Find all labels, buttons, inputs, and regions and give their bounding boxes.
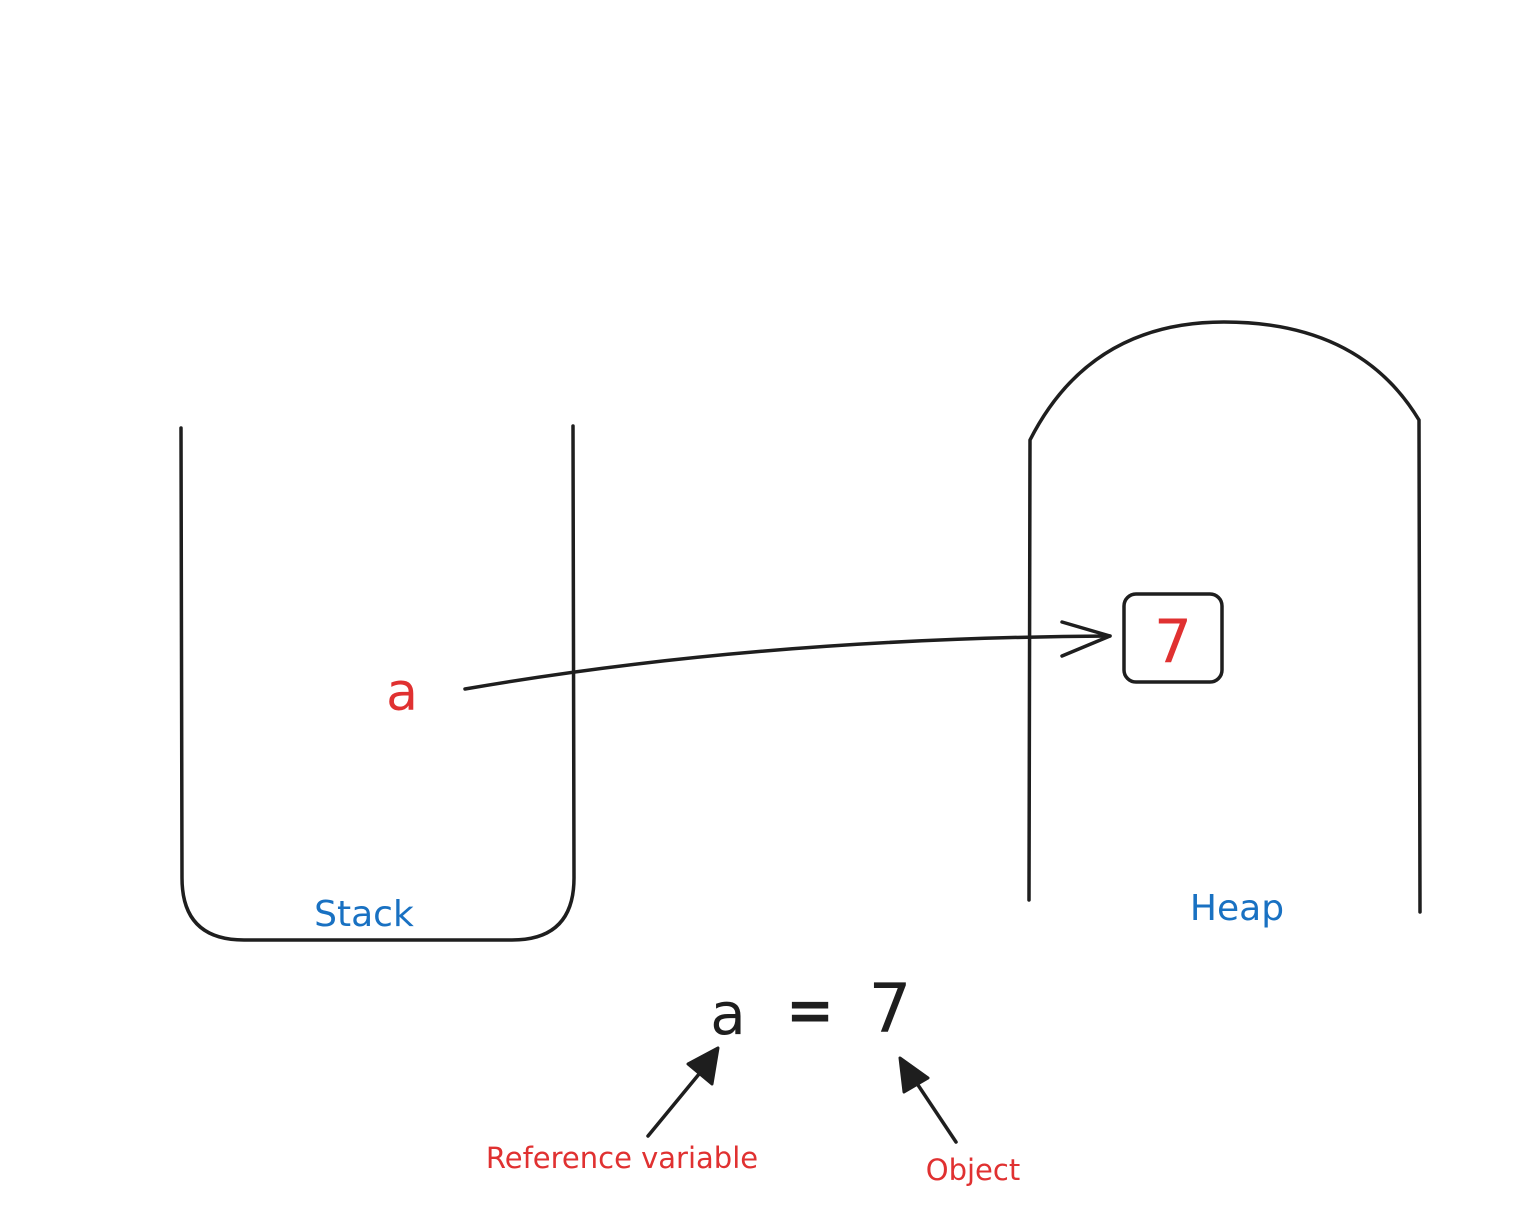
stack-label: Stack [314,894,414,935]
heap-container [1027,320,1422,914]
object-annotation: Object [926,1153,1020,1187]
equation-operator: = [786,976,835,1044]
reference-annotation-arrow-line [646,1066,706,1138]
equation-value: 7 [868,970,911,1049]
heap-object-box [1122,592,1224,684]
reference-annotation-arrowhead [686,1046,720,1086]
stack-container [179,424,576,942]
reference-arrowhead [1060,620,1112,658]
stack-variable-label: a [386,663,418,723]
reference-arrow [463,634,1112,691]
object-annotation-arrow-line [910,1074,958,1144]
heap-object-value: 7 [1154,607,1192,677]
reference-variable-annotation: Reference variable [486,1141,758,1175]
object-annotation-arrowhead [898,1056,930,1094]
equation-variable: a [710,980,746,1048]
heap-label: Heap [1190,888,1284,929]
